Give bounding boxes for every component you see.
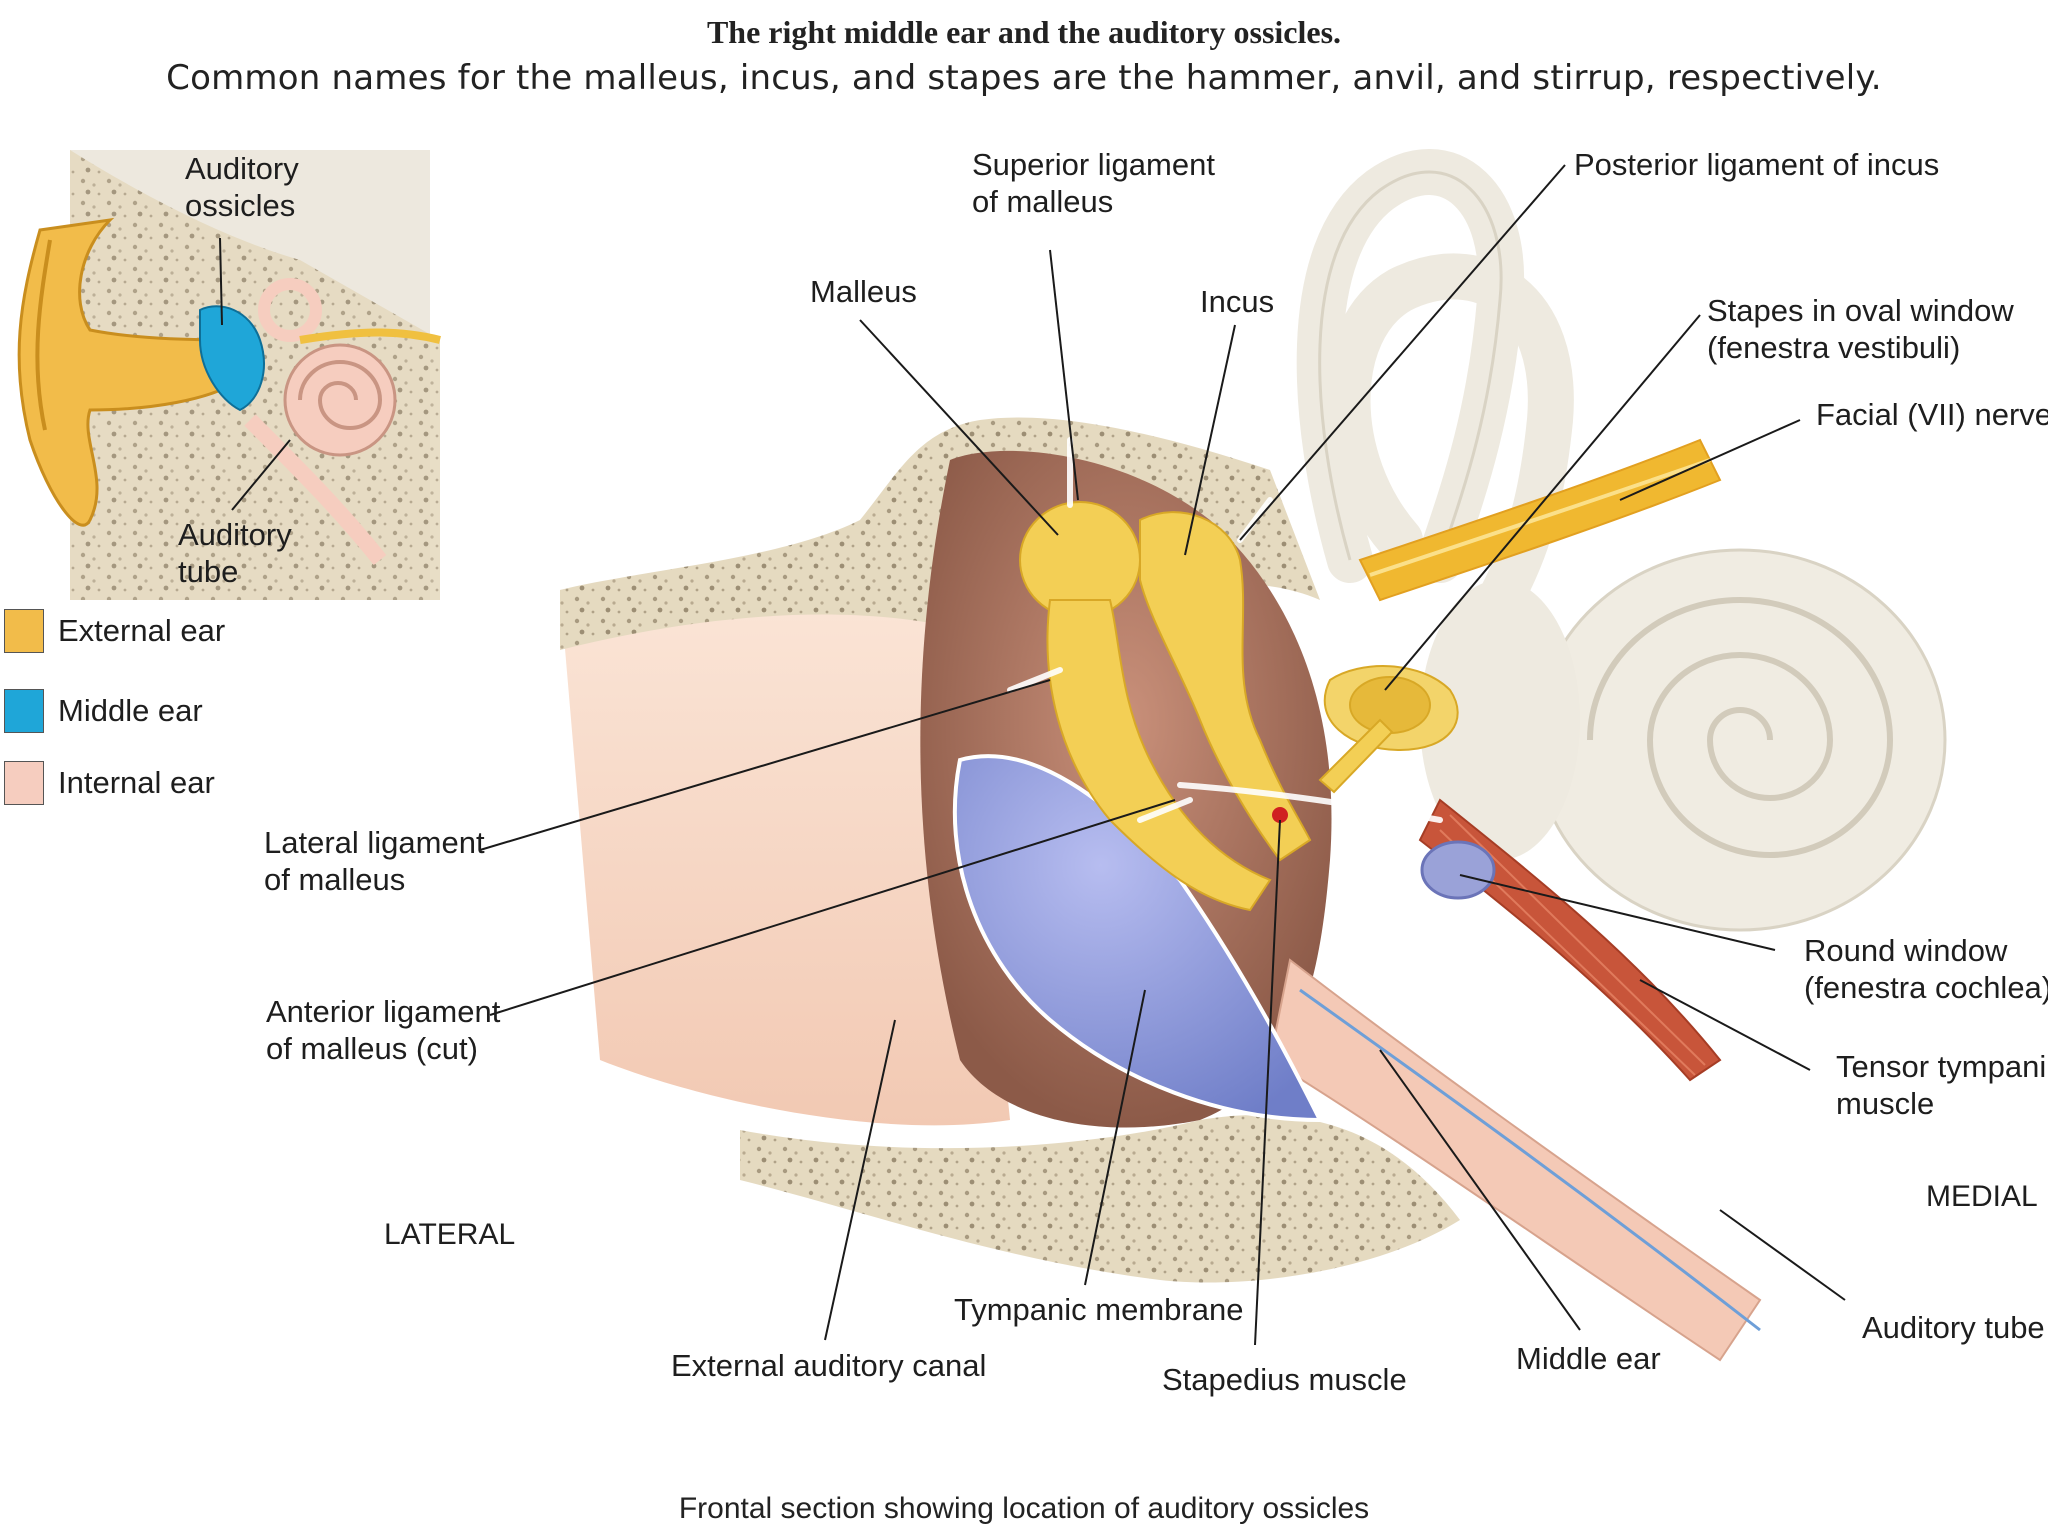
legend-swatch	[4, 761, 44, 805]
label-facial-nerve: Facial (VII) nerve	[1816, 397, 2048, 432]
leader-lines	[479, 164, 1846, 1346]
legend-item-middle-ear: Middle ear	[4, 688, 203, 734]
label-tympanic-membrane: Tympanic membrane	[954, 1292, 1244, 1327]
inset-label-auditory-tube: Auditory tube	[178, 517, 292, 589]
inset-internal-ear	[258, 278, 441, 457]
label-incus: Incus	[1200, 284, 1275, 319]
legend-item-external-ear: External ear	[4, 608, 225, 654]
legend-item-internal-ear: Internal ear	[4, 760, 215, 806]
lower-temporal-bone	[740, 1114, 1460, 1283]
inset-external-ear	[17, 217, 252, 527]
label-lateral-ligament: Lateral ligament of malleus	[264, 825, 485, 897]
round-window-shape	[1420, 840, 1496, 900]
ossicles	[1019, 501, 1459, 912]
label-anterior-ligament: Anterior ligament of malleus (cut)	[266, 994, 501, 1066]
inset-label-auditory-ossicles: Auditory ossicles	[185, 151, 299, 223]
direction-medial: MEDIAL	[1926, 1180, 2038, 1213]
label-auditory-tube: Auditory tube	[1862, 1310, 2045, 1345]
legend-swatch	[4, 689, 44, 733]
external-canal-tissue	[560, 570, 1010, 1126]
legend-swatch	[4, 609, 44, 653]
figure-subtitle: Common names for the malleus, incus, and…	[166, 58, 1882, 98]
label-tensor-tympani: Tensor tympani muscle	[1836, 1049, 2047, 1121]
direction-lateral: LATERAL	[384, 1218, 516, 1251]
label-stapedius-muscle: Stapedius muscle	[1162, 1362, 1407, 1397]
label-malleus: Malleus	[810, 274, 917, 309]
inset-ear-view	[17, 150, 441, 600]
figure-caption: Frontal section showing location of audi…	[678, 1492, 1370, 1525]
cochlea	[1533, 548, 1947, 932]
label-middle-ear: Middle ear	[1516, 1341, 1661, 1376]
label-posterior-ligament: Posterior ligament of incus	[1574, 147, 1940, 182]
label-stapes: Stapes in oval window (fenestra vestibul…	[1707, 293, 2014, 365]
label-external-auditory-canal: External auditory canal	[671, 1348, 987, 1383]
stapedius-shape	[1272, 807, 1288, 823]
inset-middle-ear	[199, 305, 265, 412]
auditory-tube-shape	[1268, 958, 1762, 1362]
label-superior-ligament: Superior ligament of malleus	[972, 147, 1215, 219]
figure-title: The right middle ear and the auditory os…	[706, 14, 1342, 50]
label-round-window: Round window (fenestra cochlea)	[1804, 933, 2048, 1005]
